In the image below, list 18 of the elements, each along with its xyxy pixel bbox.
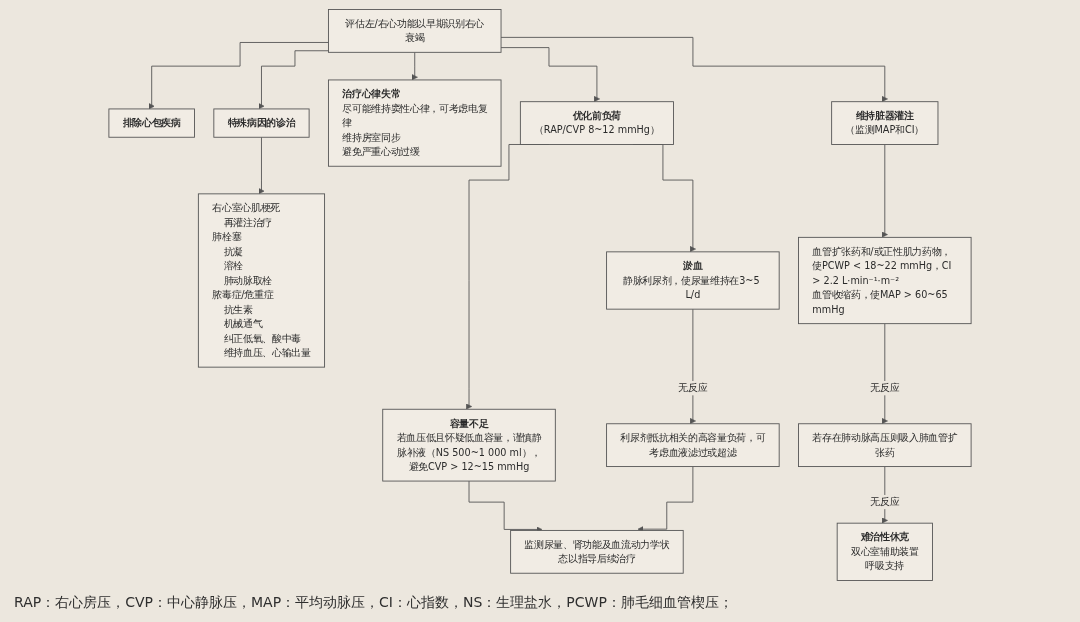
footnote: RAP：右心房压，CVP：中心静脉压，MAP：平均动脉压，CI：心指数，NS：生理盐水，PCWP：肺毛细血管楔压； [14, 594, 733, 610]
edge-label: 无反应 [870, 382, 900, 394]
node-box: 特殊病因的诊治 [213, 108, 310, 138]
node-box: 血管扩张药和/或正性肌力药物，使PCWP < 18~22 mmHg，CI > 2.2 L·min⁻¹·m⁻² 血管收缩药，使MAP > 60~65 mmHg [798, 236, 972, 325]
node-box: 监测尿量、肾功能及血流动力学状态以指导后续治疗 [510, 529, 684, 574]
node-box: 淤血 静脉利尿剂，使尿量维持在3~5 L/d [606, 251, 780, 310]
node-box: 右心室心肌梗死 再灌注治疗 肺栓塞 抗凝 溶栓 肺动脉取栓 脓毒症/危重症 抗生素 机械通气 纠正低氧、酸中毒 维持血压、心输出量 [197, 193, 325, 368]
node-box: 排除心包疾病 [108, 108, 195, 138]
node-box: 维持脏器灌注 （监测MAP和CI） [831, 101, 939, 145]
edge-label: 无反应 [870, 496, 900, 508]
node-box: 难治性休克 双心室辅助装置 呼吸支持 [836, 522, 933, 581]
node-box: 若存在肺动脉高压则吸入肺血管扩张药 [798, 423, 972, 467]
node-box: 评估左/右心功能以早期识别右心衰竭 [328, 9, 502, 53]
node-box: 治疗心律失常 尽可能维持窦性心律，可考虑电复律 维持房室同步 避免严重心动过缓 [328, 79, 502, 167]
node-box: 容量不足 若血压低且怀疑低血容量，谨慎静脉补液（NS 500~1 000 ml），避免CVP > 12~15 mmHg [382, 408, 556, 482]
edge-label: 无反应 [678, 382, 708, 394]
node-box: 利尿剂抵抗相关的高容量负荷，可考虑血液滤过或超滤 [606, 423, 780, 467]
node-box: 优化前负荷 （RAP/CVP 8~12 mmHg） [519, 101, 674, 145]
